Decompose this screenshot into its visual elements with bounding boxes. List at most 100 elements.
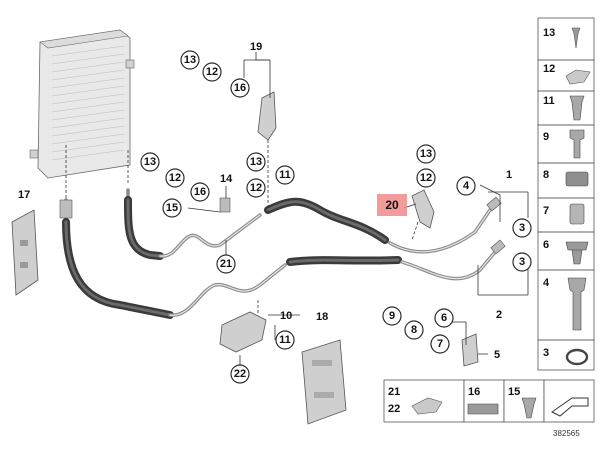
grommet-icon — [467, 403, 499, 415]
legend-3[interactable]: 3 — [543, 347, 549, 359]
legend-4[interactable]: 4 — [543, 277, 550, 289]
svg-text:4: 4 — [463, 180, 470, 192]
callout-16a[interactable]: 16 — [230, 78, 250, 98]
svg-text:16: 16 — [234, 82, 246, 94]
bracket-17 — [11, 209, 39, 296]
svg-text:9: 9 — [389, 310, 395, 322]
callout-12c[interactable]: 12 — [246, 178, 266, 198]
callout-12b[interactable]: 12 — [165, 168, 185, 188]
svg-text:12: 12 — [206, 66, 218, 78]
callout-8[interactable]: 8 — [404, 320, 424, 340]
callout-3a[interactable]: 3 — [512, 218, 532, 238]
callout-13b[interactable]: 13 — [140, 152, 160, 172]
svg-text:14: 14 — [220, 173, 233, 185]
callout-6[interactable]: 6 — [434, 308, 454, 328]
callout-22[interactable]: 22 — [230, 364, 250, 384]
callout-21[interactable]: 21 — [216, 254, 236, 274]
callout-4[interactable]: 4 — [456, 176, 476, 196]
screw-icon — [571, 27, 581, 49]
svg-text:16: 16 — [194, 186, 206, 198]
svg-text:12: 12 — [169, 172, 181, 184]
svg-text:18: 18 — [316, 311, 328, 323]
callout-15[interactable]: 15 — [162, 198, 182, 218]
svg-text:3: 3 — [519, 256, 525, 268]
callout-12a[interactable]: 12 — [202, 62, 222, 82]
svg-text:8: 8 — [411, 324, 417, 336]
legend-bottom: 21 22 16 15 — [383, 379, 595, 423]
legend-13[interactable]: 13 — [543, 27, 555, 39]
bracket-18 — [301, 339, 347, 425]
svg-text:11: 11 — [279, 169, 291, 181]
svg-text:13: 13 — [184, 54, 196, 66]
legend-right: 13 12 11 9 8 7 6 4 3 — [537, 17, 595, 371]
label-10[interactable]: 10 — [280, 310, 292, 322]
svg-text:12: 12 — [420, 172, 432, 184]
bolt-icon — [569, 95, 585, 121]
label-5[interactable]: 5 — [494, 349, 500, 361]
svg-text:13: 13 — [250, 156, 262, 168]
svg-text:12: 12 — [250, 182, 262, 194]
callout-11a[interactable]: 11 — [275, 165, 295, 185]
svg-text:17: 17 — [18, 189, 30, 201]
nut-sleeve-icon — [569, 203, 585, 225]
callout-3b[interactable]: 3 — [512, 252, 532, 272]
svg-text:2: 2 — [496, 309, 502, 321]
arrow-icon — [551, 397, 589, 417]
legend-11[interactable]: 11 — [543, 95, 555, 107]
leader-lines — [187, 52, 529, 365]
clip-14 — [219, 197, 231, 213]
callout-11b[interactable]: 11 — [275, 330, 295, 350]
bracket-5 — [461, 333, 479, 367]
highlight-20[interactable]: 20 — [377, 194, 407, 216]
callout-7[interactable]: 7 — [430, 334, 450, 354]
clamp-icon — [411, 397, 443, 415]
oil-cooler — [29, 29, 135, 200]
callout-12d[interactable]: 12 — [416, 168, 436, 188]
svg-text:15: 15 — [166, 202, 178, 214]
legend-16[interactable]: 16 — [468, 386, 480, 398]
svg-text:5: 5 — [494, 349, 500, 361]
clamp-icon — [565, 69, 591, 85]
label-1[interactable]: 1 — [506, 169, 512, 181]
legend-22[interactable]: 22 — [388, 403, 400, 415]
svg-text:6: 6 — [441, 312, 447, 324]
legend-9[interactable]: 9 — [543, 131, 549, 143]
label-14[interactable]: 14 — [220, 173, 233, 185]
label-18[interactable]: 18 — [316, 311, 328, 323]
bracket-20 — [411, 189, 435, 241]
svg-text:11: 11 — [279, 334, 291, 346]
svg-text:13: 13 — [144, 156, 156, 168]
legend-6[interactable]: 6 — [543, 239, 549, 251]
callout-16b[interactable]: 16 — [190, 182, 210, 202]
callout-9[interactable]: 9 — [382, 306, 402, 326]
svg-text:1: 1 — [506, 169, 512, 181]
clip-block-icon — [565, 171, 589, 187]
svg-text:21: 21 — [220, 258, 232, 270]
label-2[interactable]: 2 — [496, 309, 502, 321]
callout-13d[interactable]: 13 — [416, 144, 436, 164]
label-19[interactable]: 19 — [250, 41, 262, 53]
callout-13a[interactable]: 13 — [180, 50, 200, 70]
bracket-19 — [257, 91, 277, 215]
bracket-10 — [219, 300, 267, 353]
flange-nut-icon — [565, 241, 589, 265]
callout-13c[interactable]: 13 — [246, 152, 266, 172]
legend-7[interactable]: 7 — [543, 205, 549, 217]
legend-21[interactable]: 21 — [388, 386, 400, 398]
bolt-icon — [569, 129, 585, 159]
legend-12[interactable]: 12 — [543, 63, 555, 75]
label-17[interactable]: 17 — [18, 189, 30, 201]
diagram-id: 382565 — [553, 429, 580, 438]
svg-text:10: 10 — [280, 310, 292, 322]
screw-icon — [521, 397, 537, 419]
svg-text:20: 20 — [385, 198, 399, 212]
legend-8[interactable]: 8 — [543, 169, 549, 181]
svg-text:3: 3 — [519, 222, 525, 234]
svg-text:7: 7 — [437, 338, 443, 350]
svg-text:22: 22 — [234, 368, 246, 380]
legend-15[interactable]: 15 — [508, 386, 520, 398]
o-ring-icon — [565, 348, 589, 366]
svg-text:19: 19 — [250, 41, 262, 53]
svg-text:13: 13 — [420, 148, 432, 160]
